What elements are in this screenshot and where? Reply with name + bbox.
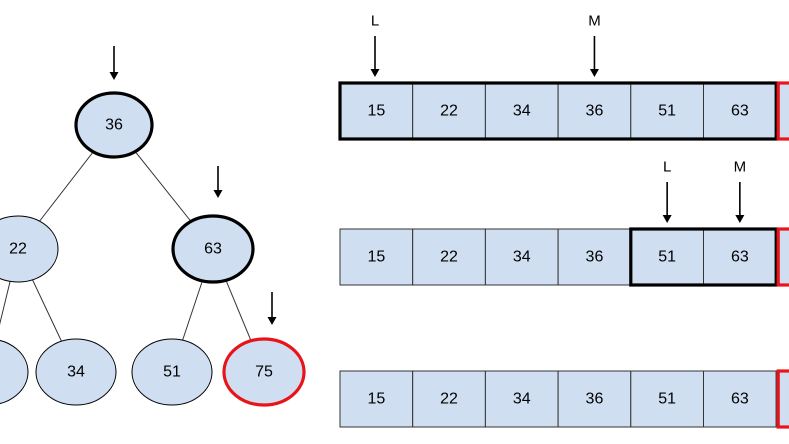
arrow-head <box>589 69 599 77</box>
node-circle <box>0 340 29 404</box>
cell-value: 36 <box>586 391 604 408</box>
cell-value: 63 <box>731 103 749 120</box>
tree-node-36: 36 <box>74 91 154 159</box>
cell-box <box>703 370 777 428</box>
cell-box <box>630 228 704 286</box>
cell-value: 22 <box>440 391 458 408</box>
cell-value: 63 <box>731 391 749 408</box>
array-cell: 36 <box>557 82 632 140</box>
search-range-outline <box>338 81 778 141</box>
cell-box <box>703 82 777 140</box>
search-range-outline <box>629 227 778 287</box>
tree-node-63: 63 <box>171 214 255 284</box>
array-cell: 15 <box>339 228 414 286</box>
array-cell: 63 <box>703 228 777 286</box>
tree-node-51: 51 <box>131 338 213 406</box>
array-cell: 22 <box>412 82 486 140</box>
marker-label-L: L <box>371 13 379 30</box>
array-cell: 15 <box>339 370 414 428</box>
cell-value: 15 <box>367 103 385 120</box>
cell-value: 51 <box>658 103 676 120</box>
tree-node-75: 75 <box>222 337 306 407</box>
array-cell: 34 <box>484 82 559 140</box>
cell-box <box>557 370 632 428</box>
cell-value: 36 <box>586 103 604 120</box>
node-label: 22 <box>9 241 27 258</box>
cell-value: 22 <box>440 249 458 266</box>
marker-arrow-L <box>370 36 380 77</box>
marker-label-L: L <box>663 159 671 176</box>
tree-node-34: 34 <box>35 338 117 406</box>
array-cell: 36 <box>557 228 632 286</box>
arrow-head <box>109 72 119 80</box>
node-label: 34 <box>67 364 85 381</box>
node-label: 36 <box>105 117 123 134</box>
cell-value: 36 <box>586 249 604 266</box>
array-step-1: 15223436516375LM <box>338 13 789 141</box>
tree-node-22: 22 <box>0 215 59 283</box>
node-label: 63 <box>204 241 222 258</box>
cell-value: 51 <box>658 391 676 408</box>
pointer-arrow <box>267 292 277 325</box>
node-circle <box>74 91 154 159</box>
marker-arrow-L <box>662 182 672 223</box>
array-cell: 51 <box>630 370 704 428</box>
marker-label-M: M <box>588 13 601 30</box>
array-cell: 63 <box>703 82 777 140</box>
marker-arrow-M <box>735 182 745 223</box>
arrow-head <box>662 215 672 223</box>
arrow-head <box>370 69 380 77</box>
array-cell: 36 <box>557 370 632 428</box>
marker-label-M: M <box>734 159 747 176</box>
array-cell: 22 <box>412 370 486 428</box>
node-circle <box>131 338 213 406</box>
cell-box <box>412 370 486 428</box>
arrow-head <box>213 190 223 198</box>
pointer-arrow <box>109 46 119 80</box>
cell-value: 34 <box>513 103 531 120</box>
array-cell: 22 <box>412 228 486 286</box>
cell-box <box>412 228 486 286</box>
target-cell-outline <box>776 81 789 141</box>
node-label: 51 <box>163 364 181 381</box>
cell-box <box>630 82 704 140</box>
array-cell: 34 <box>484 228 559 286</box>
cell-box <box>484 370 559 428</box>
array-cell: 51 <box>630 228 704 286</box>
node-circle <box>35 338 117 406</box>
cell-value: 22 <box>440 103 458 120</box>
target-cell-outline <box>776 369 789 429</box>
pointer-arrow <box>213 166 223 198</box>
array-step-3: 15223436516375 <box>339 369 789 429</box>
tree-node-15: 15 <box>0 340 29 404</box>
array-cell: 63 <box>703 370 777 428</box>
arrow-head <box>735 215 745 223</box>
node-circle <box>222 337 306 407</box>
tree: 36 22 63 15 34 51 75 <box>0 91 306 407</box>
cell-box <box>630 370 704 428</box>
node-circle <box>0 215 59 283</box>
cell-value: 51 <box>658 249 676 266</box>
cell-value: 15 <box>367 249 385 266</box>
cell-value: 63 <box>731 249 749 266</box>
array-cell: 15 <box>339 82 414 140</box>
marker-arrow-M <box>589 36 599 77</box>
cell-box <box>339 228 414 286</box>
node-label: 75 <box>255 364 273 381</box>
cell-box <box>412 82 486 140</box>
cell-value: 34 <box>513 391 531 408</box>
array-cell: 51 <box>630 82 704 140</box>
cell-box <box>339 370 414 428</box>
arrow-head <box>267 317 277 325</box>
array-cell: 34 <box>484 370 559 428</box>
cell-box <box>557 82 632 140</box>
cell-value: 34 <box>513 249 531 266</box>
cell-value: 15 <box>367 391 385 408</box>
node-circle <box>171 214 255 284</box>
array-step-2: 15223436516375LM <box>339 159 789 287</box>
target-cell-outline <box>776 227 789 287</box>
